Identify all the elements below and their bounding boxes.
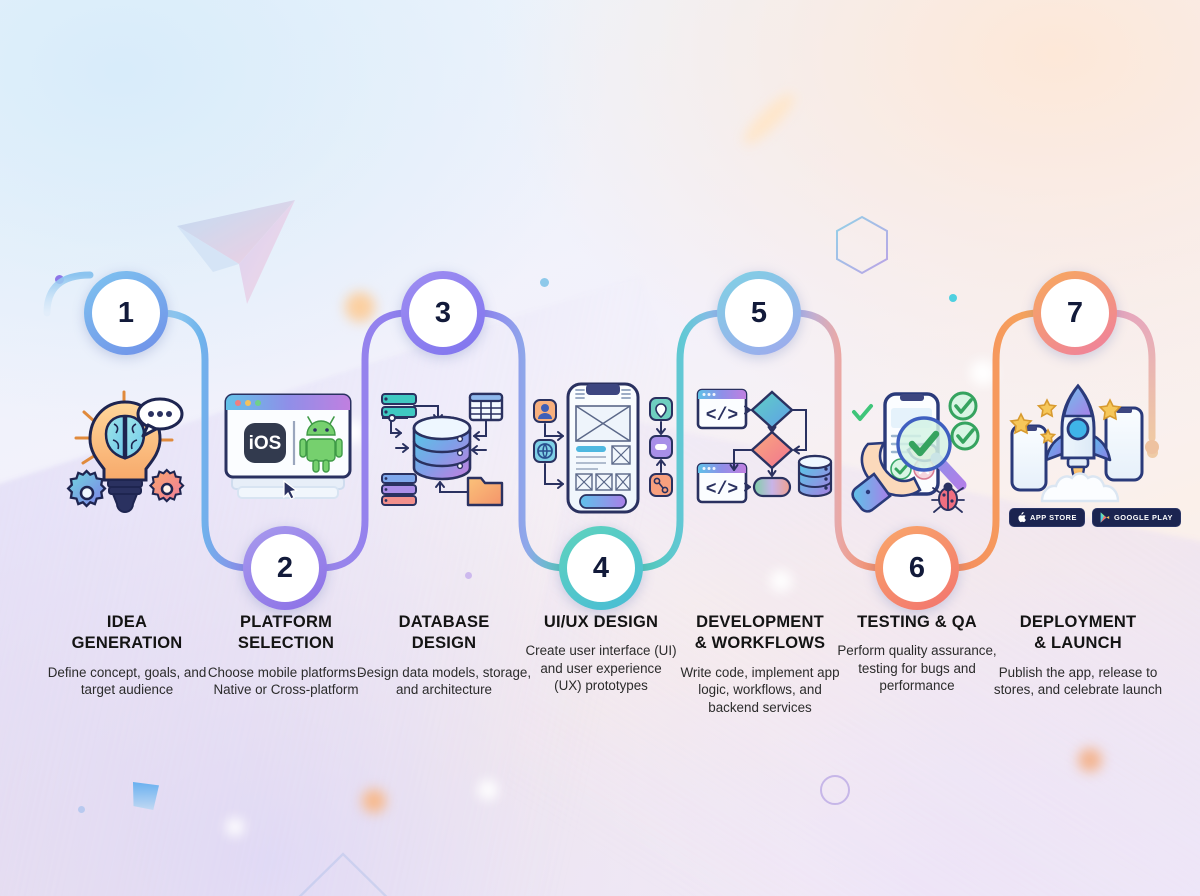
dot-decoration — [949, 294, 957, 302]
step-title-7: DEPLOYMENT& LAUNCH — [1019, 613, 1137, 653]
step-caption-6: TESTING & QA Perform quality assurance, … — [833, 612, 1001, 695]
store-badges: APP STORE GOOGLE PLAY — [1009, 508, 1181, 527]
glow-decoration — [770, 570, 792, 592]
step-number-5: 5 — [750, 296, 768, 329]
chevron-decoration — [298, 852, 388, 896]
step-title-6: TESTING & QA — [857, 613, 977, 631]
google-play-label: GOOGLE PLAY — [1113, 513, 1173, 522]
step-number-2: 2 — [276, 551, 294, 584]
step-description-4: Create user interface (UI) and user expe… — [525, 643, 677, 694]
phone-magnifier-bug-icon — [851, 391, 980, 513]
step-caption-5: DEVELOPMENT& WORKFLOWS Write code, imple… — [676, 612, 844, 716]
glow-decoration — [362, 789, 386, 813]
hexagon-decoration — [836, 215, 888, 275]
step-node-3[interactable]: 3 — [401, 271, 485, 355]
step-caption-7: DEPLOYMENT& LAUNCH Publish the app, rele… — [992, 612, 1164, 699]
paper-plane-decoration — [177, 200, 295, 304]
code-workflow-icon: </> </> — [696, 388, 833, 504]
step-node-4[interactable]: 4 — [559, 526, 643, 610]
step-description-1: Define concept, goals, and target audien… — [47, 664, 207, 698]
step-number-3: 3 — [434, 296, 452, 329]
step-caption-4: UI/UX DESIGN Create user interface (UI) … — [525, 612, 677, 695]
rocket-launch-icon — [1009, 383, 1144, 503]
circle-outline-decoration — [820, 775, 850, 805]
dot-decoration — [55, 275, 64, 284]
apple-logo-icon — [1018, 512, 1026, 523]
ios-label: iOS — [249, 433, 282, 454]
step-node-6[interactable]: 6 — [875, 526, 959, 610]
google-play-logo-icon — [1100, 512, 1110, 523]
glow-decoration — [226, 818, 244, 836]
step-number-1: 1 — [117, 296, 135, 329]
step-node-7[interactable]: 7 — [1033, 271, 1117, 355]
step-title-4: UI/UX DESIGN — [543, 613, 659, 631]
cursor-icon — [283, 479, 298, 500]
dot-decoration — [540, 278, 549, 287]
step-number-4: 4 — [592, 551, 610, 584]
step-description-6: Perform quality assurance, testing for b… — [837, 643, 997, 694]
step-description-2: Choose mobile platforms - Native or Cros… — [207, 664, 365, 698]
glow-decoration — [1078, 748, 1102, 772]
app-store-label: APP STORE — [1030, 513, 1077, 522]
svg-text:</>: </> — [706, 480, 738, 500]
step-title-5: DEVELOPMENT& WORKFLOWS — [694, 613, 826, 653]
database-architecture-icon — [381, 392, 504, 507]
lightbulb-brain-icon — [66, 390, 185, 513]
google-play-badge[interactable]: GOOGLE PLAY — [1091, 508, 1181, 527]
dot-decoration — [78, 806, 85, 813]
ios-android-browser-icon: iOS — [224, 393, 352, 500]
step-number-6: 6 — [908, 551, 926, 584]
step-description-3: Design data models, storage, and archite… — [356, 664, 532, 698]
step-number-7: 7 — [1066, 296, 1084, 329]
step-node-2[interactable]: 2 — [243, 526, 327, 610]
step-node-1[interactable]: 1 — [84, 271, 168, 355]
apple-app-store-badge[interactable]: APP STORE — [1009, 508, 1085, 527]
dot-decoration — [465, 572, 472, 579]
step-node-5[interactable]: 5 — [717, 271, 801, 355]
step-description-7: Publish the app, release to stores, and … — [993, 664, 1163, 698]
glow-decoration — [345, 292, 375, 322]
glow-decoration — [478, 780, 498, 800]
svg-text:</>: </> — [706, 406, 738, 426]
wireframe-phone-icon — [533, 382, 673, 514]
step-description-5: Write code, implement app logic, workflo… — [680, 664, 840, 715]
